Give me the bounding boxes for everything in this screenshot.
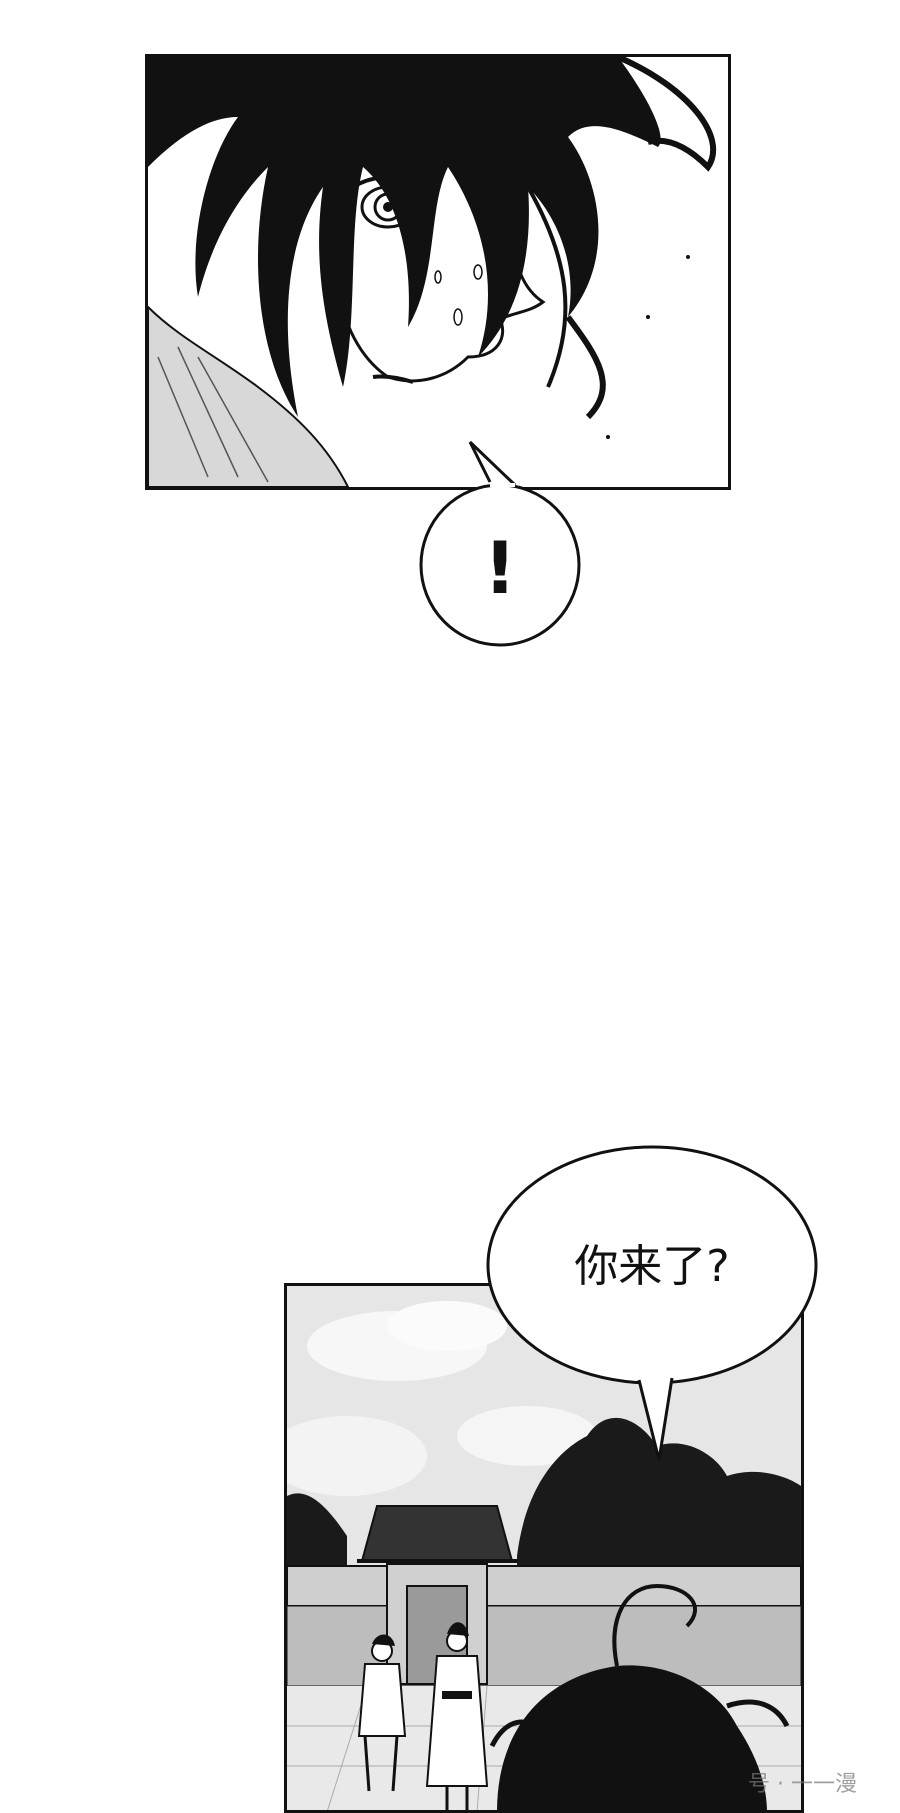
exclaim-text: !: [483, 526, 517, 610]
closeup-art: [148, 57, 728, 487]
speech-bubble-question: [486, 1145, 818, 1461]
question-text: 你来了?: [574, 1241, 730, 1292]
watermark: 号 · 一一漫: [748, 1772, 857, 1797]
speech-bubble-exclaim: [419, 440, 581, 647]
panel-closeup: [145, 54, 731, 490]
